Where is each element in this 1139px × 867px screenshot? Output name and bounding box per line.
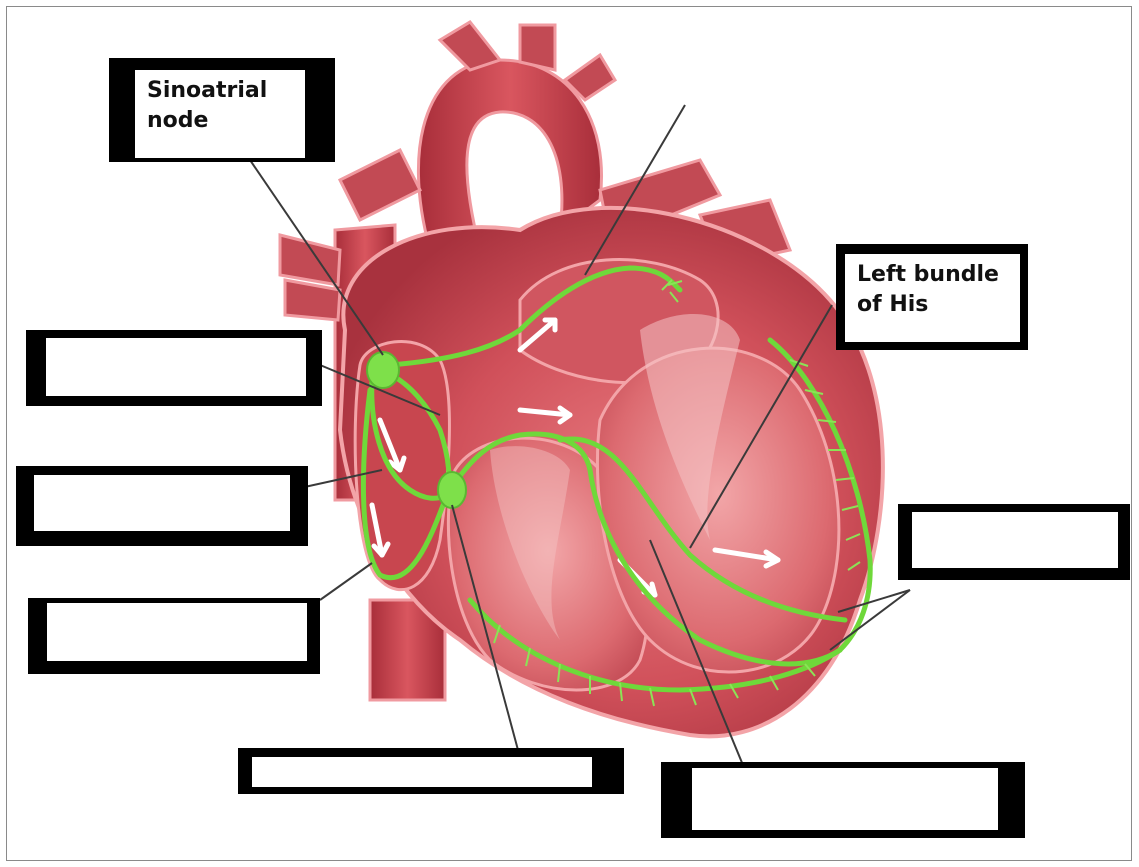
- aorta-branch-2: [520, 25, 555, 70]
- vessel-upper-left: [340, 150, 420, 220]
- blank-box-6[interactable]: [692, 768, 998, 830]
- left-bundle-label-text: Left bundle of His: [845, 254, 1020, 326]
- blank-box-1[interactable]: [46, 338, 306, 396]
- atrioventricular-node-shape: [438, 472, 466, 508]
- blank-box-5[interactable]: [912, 512, 1118, 568]
- pulmonary-vein-right-2: [285, 280, 340, 320]
- leader-box-3: [320, 563, 372, 600]
- aorta-branch-1: [440, 22, 500, 70]
- blank-box-3[interactable]: [47, 603, 307, 661]
- left-bundle-label: Left bundle of His: [845, 254, 1020, 342]
- blank-box-2[interactable]: [34, 475, 290, 531]
- sinoatrial-label-text: Sinoatrial node: [135, 70, 305, 142]
- sinoatrial-node-shape: [367, 352, 399, 388]
- sinoatrial-label: Sinoatrial node: [135, 70, 305, 158]
- blank-box-4[interactable]: [252, 757, 592, 787]
